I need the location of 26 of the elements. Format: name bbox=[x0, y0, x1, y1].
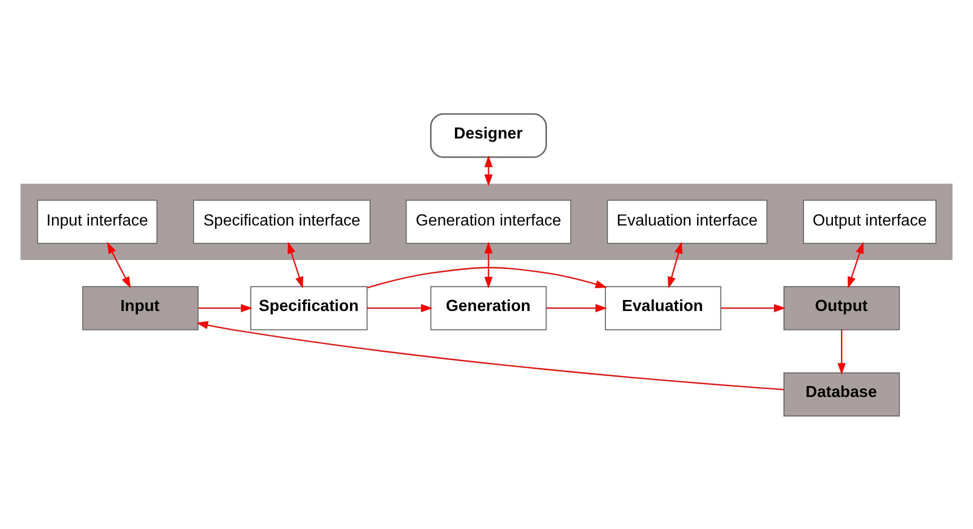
arrow bbox=[838, 329, 846, 374]
arrow bbox=[107, 241, 131, 288]
arrow bbox=[367, 266, 608, 288]
arrow bbox=[720, 304, 786, 312]
arrow bbox=[198, 304, 253, 312]
node-box: Output bbox=[783, 286, 900, 330]
node-box: Evaluation bbox=[604, 286, 722, 330]
arrow bbox=[848, 241, 864, 288]
node-box: Evaluation interface bbox=[606, 199, 768, 244]
cluster bbox=[20, 183, 952, 260]
arrow bbox=[668, 241, 682, 288]
node-box: Output interface bbox=[803, 199, 936, 244]
node-box: Database bbox=[783, 372, 900, 416]
arrow bbox=[546, 304, 608, 312]
arrow bbox=[196, 320, 784, 390]
node-box: Input bbox=[82, 286, 199, 330]
node-box: Specification interface bbox=[193, 199, 371, 244]
arrow bbox=[484, 241, 493, 288]
arrow bbox=[367, 304, 433, 312]
node-box: Input interface bbox=[37, 199, 158, 244]
arrow bbox=[288, 241, 304, 288]
node-box: Generation bbox=[430, 286, 547, 330]
node-box: Designer bbox=[430, 112, 547, 158]
arrow bbox=[484, 154, 493, 186]
node-box: Generation interface bbox=[406, 199, 572, 244]
node-box: Specification bbox=[250, 286, 368, 330]
